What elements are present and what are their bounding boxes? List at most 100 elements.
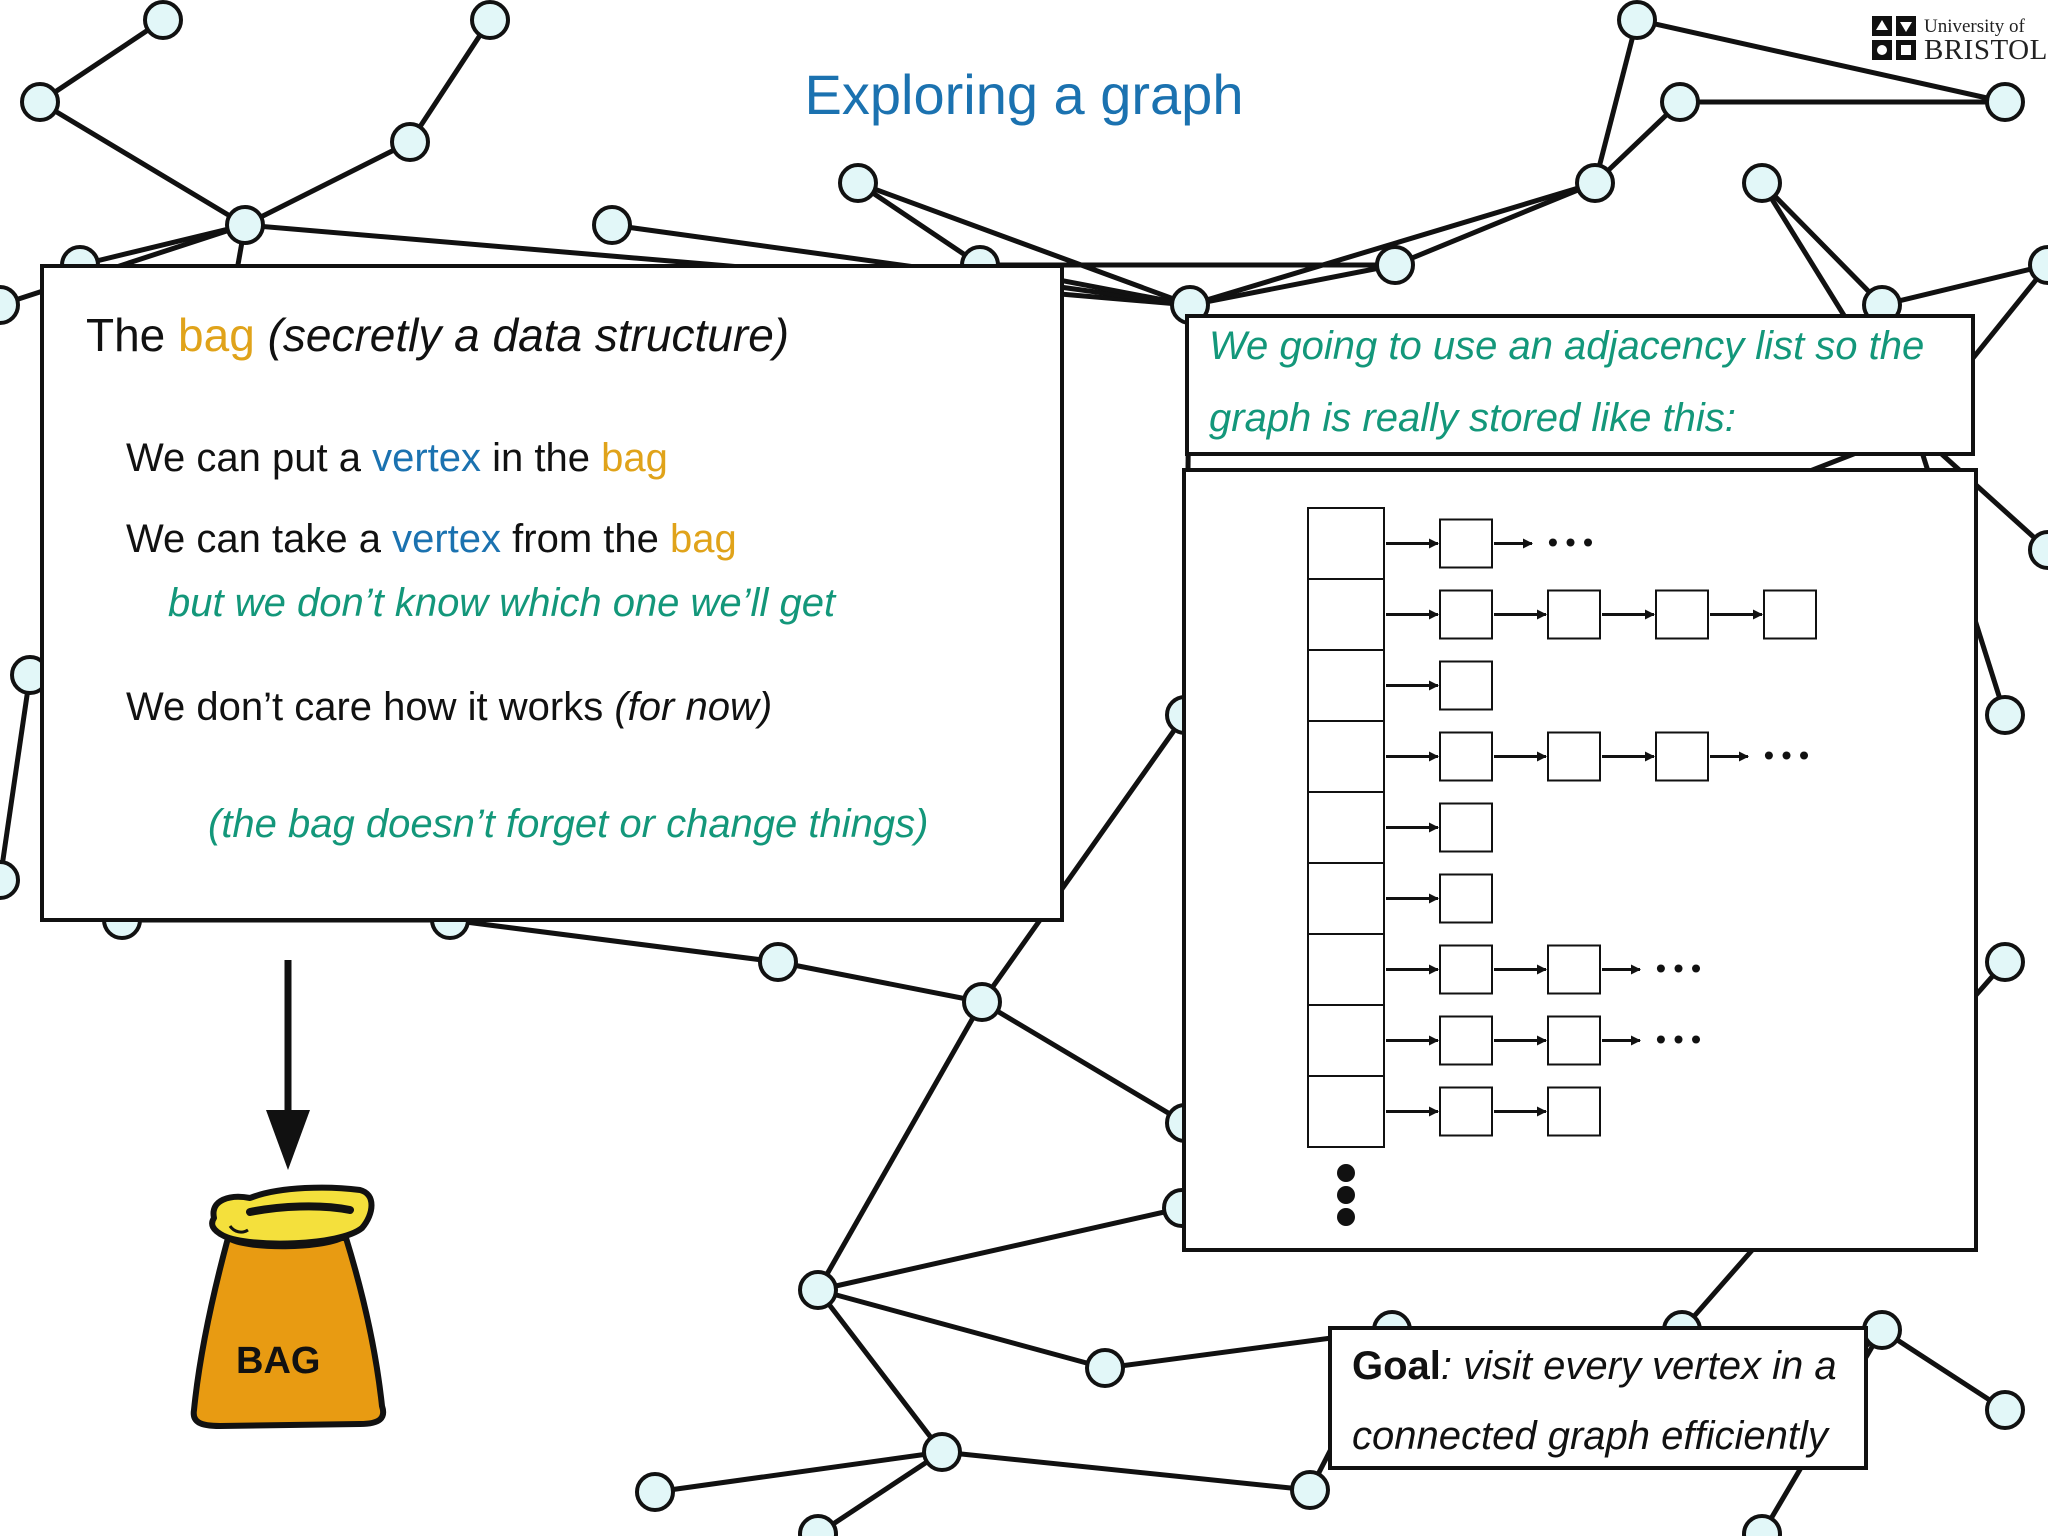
graph-edge bbox=[980, 999, 1187, 1126]
goal-line1: Goal: visit every vertex in a bbox=[1352, 1344, 1837, 1389]
adjacency-array-cell bbox=[1307, 507, 1385, 580]
put-bag: bag bbox=[601, 436, 668, 480]
graph-edge bbox=[1880, 1327, 2007, 1413]
take-mid: from the bbox=[512, 517, 659, 561]
adjacency-array-cell bbox=[1307, 862, 1385, 935]
graph-edge bbox=[815, 1000, 985, 1292]
graph-vertex bbox=[1085, 1348, 1125, 1388]
vertical-ellipsis-dot bbox=[1337, 1164, 1355, 1182]
adjacency-list-diagram: • • •• • •• • •• • • bbox=[1307, 507, 1817, 1226]
graph-vertex bbox=[1985, 695, 2025, 735]
list-node bbox=[1439, 660, 1493, 711]
list-node bbox=[1439, 944, 1493, 995]
list-node bbox=[1439, 589, 1493, 640]
graph-vertex bbox=[592, 205, 632, 245]
graph-edge bbox=[979, 713, 1188, 1004]
graph-vertex bbox=[922, 1432, 962, 1472]
graph-vertex bbox=[0, 285, 20, 325]
graph-edge bbox=[38, 99, 247, 228]
graph-vertex bbox=[962, 982, 1002, 1022]
logo-line2: BRISTOL bbox=[1924, 34, 2048, 66]
graph-vertex bbox=[1375, 245, 1415, 285]
list-node bbox=[1547, 1086, 1601, 1137]
graph-vertex bbox=[470, 0, 510, 40]
graph-vertex bbox=[0, 860, 20, 900]
graph-edge bbox=[816, 1449, 944, 1536]
graph-edge bbox=[243, 139, 412, 228]
care-pre: We don’t care how it works bbox=[126, 685, 604, 729]
adjacency-array-cell bbox=[1307, 791, 1385, 864]
graph-vertex bbox=[838, 163, 878, 203]
list-node bbox=[1547, 589, 1601, 640]
heading-secretly: (secretly a data structure) bbox=[267, 309, 790, 361]
goal-rest: : visit every vertex in a bbox=[1440, 1344, 1837, 1388]
graph-vertex bbox=[1742, 1514, 1782, 1536]
graph-edge bbox=[1189, 262, 1396, 308]
care-paren: (for now) bbox=[614, 685, 773, 729]
graph-edge bbox=[449, 917, 779, 965]
take-bag: bag bbox=[670, 517, 737, 561]
graph-vertex bbox=[1985, 82, 2025, 122]
university-logo: University of BRISTOL bbox=[1870, 14, 2047, 66]
list-node bbox=[1763, 589, 1817, 640]
put-pre: We can put a bbox=[126, 436, 361, 480]
graph-vertex bbox=[1742, 163, 1782, 203]
graph-vertex bbox=[1575, 163, 1615, 203]
graph-edge bbox=[1636, 17, 2006, 105]
list-node bbox=[1439, 1015, 1493, 1066]
graph-vertex bbox=[798, 1514, 838, 1536]
care-line: We don’t care how it works (for now) bbox=[126, 685, 772, 730]
adjacency-array-cell bbox=[1307, 720, 1385, 793]
crest-icon bbox=[1872, 16, 1916, 60]
list-node bbox=[1439, 731, 1493, 782]
adjacency-list-box: • • •• • •• • •• • • bbox=[1182, 468, 1978, 1252]
graph-edge bbox=[777, 959, 983, 1005]
take-pre: We can take a bbox=[126, 517, 381, 561]
adjacency-array-cell bbox=[1307, 1075, 1385, 1148]
note-line1: We going to use an adjacency list so the bbox=[1209, 324, 1925, 368]
heading-the: The bbox=[86, 309, 166, 361]
bag-definition-box: The bag (secretly a data structure) We c… bbox=[40, 264, 1064, 922]
graph-edge bbox=[857, 180, 1191, 308]
logo-line1: University of bbox=[1924, 16, 2025, 37]
graph-vertex bbox=[1985, 1390, 2025, 1430]
adjacency-note-box: We going to use an adjacency list so the… bbox=[1185, 314, 1975, 456]
put-line: We can put a vertex in the bag bbox=[126, 436, 668, 481]
list-ellipsis: • • • bbox=[1656, 1024, 1701, 1055]
bag-image-label: BAG bbox=[236, 1340, 321, 1382]
goal-box: Goal: visit every vertex in a connected … bbox=[1328, 1326, 1868, 1470]
list-node bbox=[1439, 873, 1493, 924]
graph-vertex bbox=[2028, 245, 2048, 285]
graph-vertex bbox=[20, 82, 60, 122]
graph-vertex bbox=[2028, 530, 2048, 570]
graph-vertex bbox=[390, 122, 430, 162]
adjacency-array-cell bbox=[1307, 933, 1385, 1006]
goal-bold: Goal bbox=[1352, 1344, 1441, 1388]
bag-icon bbox=[190, 1184, 387, 1429]
list-node bbox=[1547, 1015, 1601, 1066]
list-ellipsis: • • • bbox=[1548, 527, 1593, 558]
graph-vertex bbox=[635, 1472, 675, 1512]
list-node bbox=[1439, 518, 1493, 569]
adjacency-array-cell bbox=[1307, 578, 1385, 651]
put-mid: in the bbox=[492, 436, 591, 480]
list-node bbox=[1439, 802, 1493, 853]
list-node bbox=[1547, 731, 1601, 782]
graph-edge bbox=[654, 1449, 943, 1495]
list-ellipsis: • • • bbox=[1764, 740, 1809, 771]
take-line: We can take a vertex from the bag bbox=[126, 517, 737, 562]
graph-vertex bbox=[1617, 0, 1657, 40]
graph-vertex bbox=[143, 0, 183, 40]
graph-edge bbox=[816, 1288, 944, 1454]
put-vertex: vertex bbox=[372, 436, 482, 480]
vertical-ellipsis-dot bbox=[1337, 1208, 1355, 1226]
graph-edge bbox=[856, 180, 982, 268]
bag-heading: The bag (secretly a data structure) bbox=[86, 308, 789, 362]
graph-vertex bbox=[225, 205, 265, 245]
graph-edge bbox=[941, 1449, 1311, 1493]
graph-edge bbox=[407, 18, 493, 144]
forget-note: (the bag doesn’t forget or change things… bbox=[208, 802, 929, 846]
graph-vertex bbox=[1660, 82, 1700, 122]
heading-bag: bag bbox=[178, 309, 255, 361]
goal-line2: connected graph efficiently bbox=[1352, 1414, 1828, 1458]
